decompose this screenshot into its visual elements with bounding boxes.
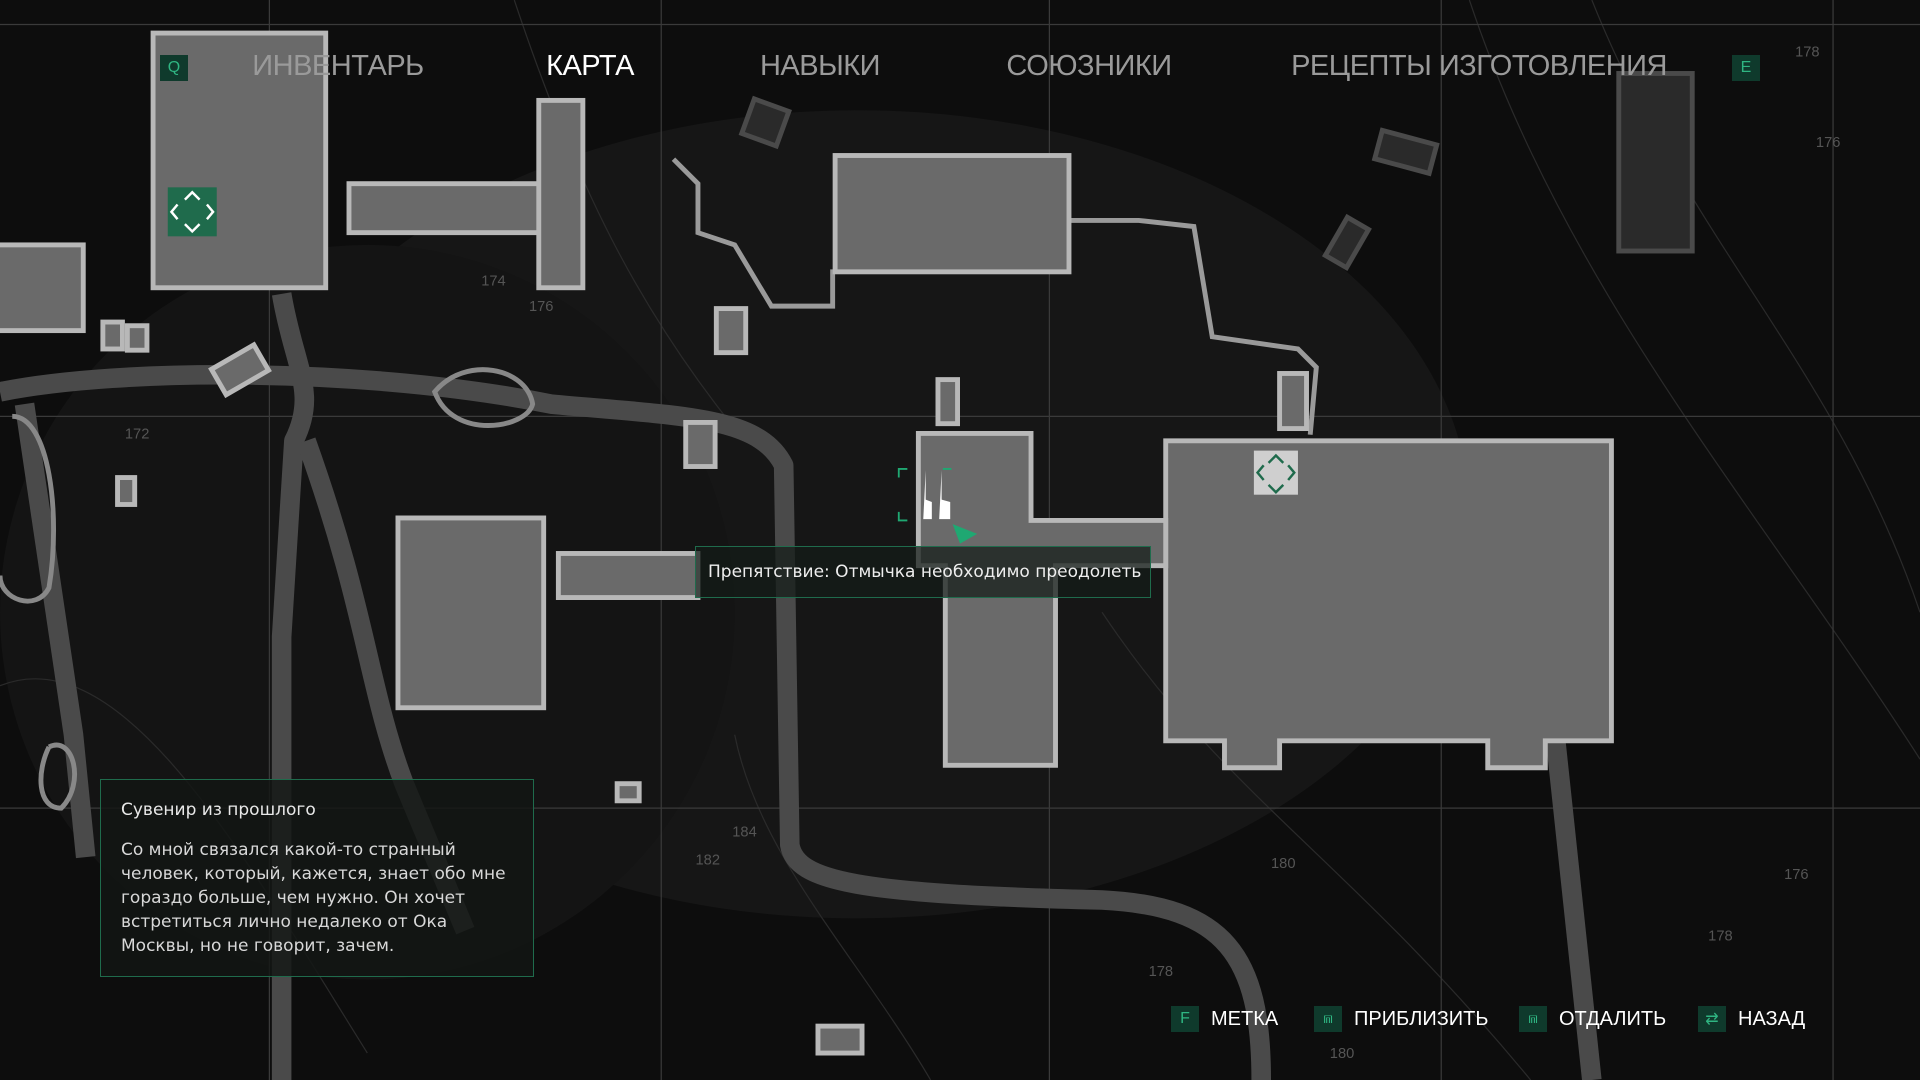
contour-label: 180 — [1271, 856, 1296, 872]
tab-inventory[interactable]: ИНВЕНТАРЬ — [252, 50, 424, 82]
zoom-out-hint[interactable]: ⩎ ОТДАЛИТЬ — [1519, 1006, 1666, 1032]
quest-description: Со мной связался какой-то странный челов… — [121, 840, 506, 956]
zoom-out-label: ОТДАЛИТЬ — [1559, 1007, 1667, 1030]
contour-label: 176 — [529, 299, 554, 315]
zoom-in-hint[interactable]: ⩎ ПРИБЛИЗИТЬ — [1314, 1006, 1489, 1032]
contour-label: 178 — [1795, 44, 1820, 60]
contour-label: 178 — [1708, 928, 1733, 944]
tab-crafting-recipes[interactable]: РЕЦЕПТЫ ИЗГОТОВЛЕНИЯ — [1291, 50, 1667, 82]
tab-skills[interactable]: НАВЫКИ — [759, 50, 881, 82]
contour-label: 182 — [696, 852, 721, 868]
trigger-icon: ⩎ — [1314, 1006, 1342, 1032]
mark-label: МЕТКА — [1211, 1007, 1279, 1030]
f-key-icon: F — [1171, 1006, 1199, 1032]
quest-panel: Сувенир из прошлого Со мной связался как… — [100, 779, 534, 977]
contour-label: 172 — [125, 426, 150, 442]
swap-arrows-icon: ⇄ — [1698, 1006, 1726, 1032]
objective-marker-icon[interactable] — [1253, 450, 1298, 495]
player-arrow-icon — [952, 524, 978, 544]
contour-label: 180 — [1330, 1046, 1355, 1062]
back-label: НАЗАД — [1738, 1007, 1806, 1030]
tooltip-text: Препятствие: Отмычка необходимо преодоле… — [708, 562, 1142, 582]
contour-label: 184 — [732, 824, 757, 840]
contour-label: 178 — [1149, 964, 1174, 980]
lockpick-obstacle-icon[interactable] — [897, 468, 978, 544]
prev-tab-key[interactable]: Q — [160, 55, 188, 81]
next-tab-key[interactable]: E — [1732, 55, 1760, 81]
contour-label: 176 — [1816, 135, 1841, 151]
obstacle-tooltip: Препятствие: Отмычка необходимо преодоле… — [695, 546, 1151, 598]
tab-allies[interactable]: СОЮЗНИКИ — [1006, 50, 1172, 82]
back-hint[interactable]: ⇄ НАЗАД — [1698, 1006, 1805, 1032]
trigger-icon: ⩎ — [1519, 1006, 1547, 1032]
contour-label: 176 — [1784, 867, 1809, 883]
mark-hint[interactable]: F МЕТКА — [1171, 1006, 1278, 1032]
quest-title: Сувенир из прошлого — [121, 800, 316, 820]
contour-label: 174 — [481, 273, 506, 289]
fast-travel-marker-icon[interactable] — [167, 187, 217, 237]
tab-map[interactable]: КАРТА — [546, 50, 634, 82]
zoom-in-label: ПРИБЛИЗИТЬ — [1354, 1007, 1489, 1030]
